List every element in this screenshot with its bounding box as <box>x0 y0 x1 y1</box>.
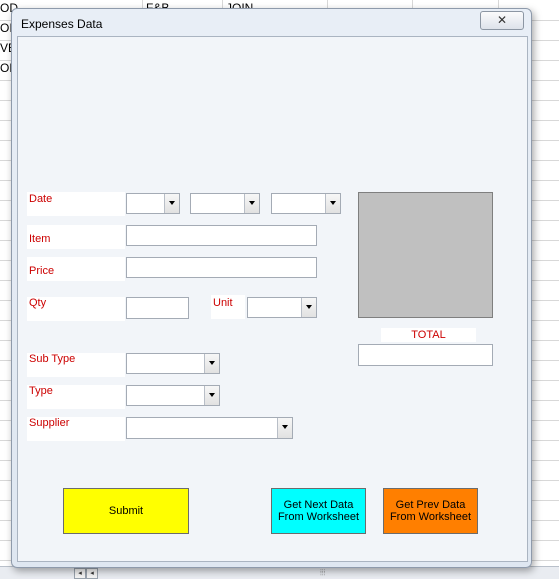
get-next-data-line2: From Worksheet <box>277 511 360 523</box>
sheet-scroll-prev-icon[interactable]: ◂ <box>86 568 98 579</box>
dialog-client-area: Date Item Price Qty Uni <box>17 36 528 562</box>
label-background <box>27 385 125 409</box>
chevron-down-icon[interactable] <box>301 298 316 317</box>
subtype-label: Sub Type <box>29 353 76 365</box>
dialog-titlebar[interactable]: Expenses Data ✕ <box>12 9 531 36</box>
label-background <box>27 417 125 441</box>
get-prev-data-line1: Get Prev Data <box>395 499 466 511</box>
label-background <box>211 295 245 319</box>
total-label: TOTAL <box>411 329 446 341</box>
supplier-select[interactable] <box>126 417 293 439</box>
expenses-dialog: Expenses Data ✕ Date Item Price <box>11 8 532 568</box>
chevron-down-icon[interactable] <box>204 354 219 373</box>
total-field[interactable] <box>358 344 493 366</box>
chevron-down-icon[interactable] <box>277 418 292 438</box>
get-prev-data-button[interactable]: Get Prev Data From Worksheet <box>383 488 478 534</box>
chevron-down-icon[interactable] <box>244 194 259 213</box>
price-label: Price <box>29 265 55 277</box>
dialog-title: Expenses Data <box>21 17 103 31</box>
qty-label: Qty <box>29 297 47 309</box>
unit-label: Unit <box>213 297 233 309</box>
date-year-select[interactable] <box>271 193 341 214</box>
qty-input[interactable] <box>126 297 189 319</box>
item-label: Item <box>29 233 51 245</box>
get-next-data-label: Get Next Data From Worksheet <box>278 499 359 523</box>
price-input[interactable] <box>126 257 317 278</box>
label-background <box>27 353 125 377</box>
scroll-grip-icon[interactable]: ⦙⦙⦙ <box>320 568 326 577</box>
chevron-down-icon[interactable] <box>164 194 179 213</box>
submit-button[interactable]: Submit <box>63 488 189 534</box>
unit-select[interactable] <box>247 297 317 318</box>
cell-a2[interactable]: OI <box>0 21 13 35</box>
get-prev-data-label: Get Prev Data From Worksheet <box>390 499 471 523</box>
get-next-data-button[interactable]: Get Next Data From Worksheet <box>271 488 366 534</box>
date-label: Date <box>29 193 53 205</box>
chevron-down-icon[interactable] <box>325 194 340 213</box>
get-next-data-line1: Get Next Data <box>283 499 354 511</box>
type-select[interactable] <box>126 385 220 406</box>
image-placeholder <box>358 192 493 318</box>
submit-button-label: Submit <box>108 505 144 517</box>
sheet-scroll-left-icon[interactable]: ◂ <box>74 568 86 579</box>
label-background <box>27 225 125 249</box>
item-input[interactable] <box>126 225 317 246</box>
total-label-background <box>381 328 476 342</box>
close-icon: ✕ <box>496 13 508 27</box>
label-background <box>27 192 125 216</box>
subtype-select[interactable] <box>126 353 220 374</box>
date-day-select[interactable] <box>126 193 180 214</box>
chevron-down-icon[interactable] <box>204 386 219 405</box>
date-month-select[interactable] <box>190 193 260 214</box>
get-prev-data-line2: From Worksheet <box>389 511 472 523</box>
type-label: Type <box>29 385 53 397</box>
label-background <box>27 257 125 281</box>
label-background <box>27 297 125 321</box>
supplier-label: Supplier <box>29 417 70 429</box>
close-button[interactable]: ✕ <box>480 11 524 30</box>
